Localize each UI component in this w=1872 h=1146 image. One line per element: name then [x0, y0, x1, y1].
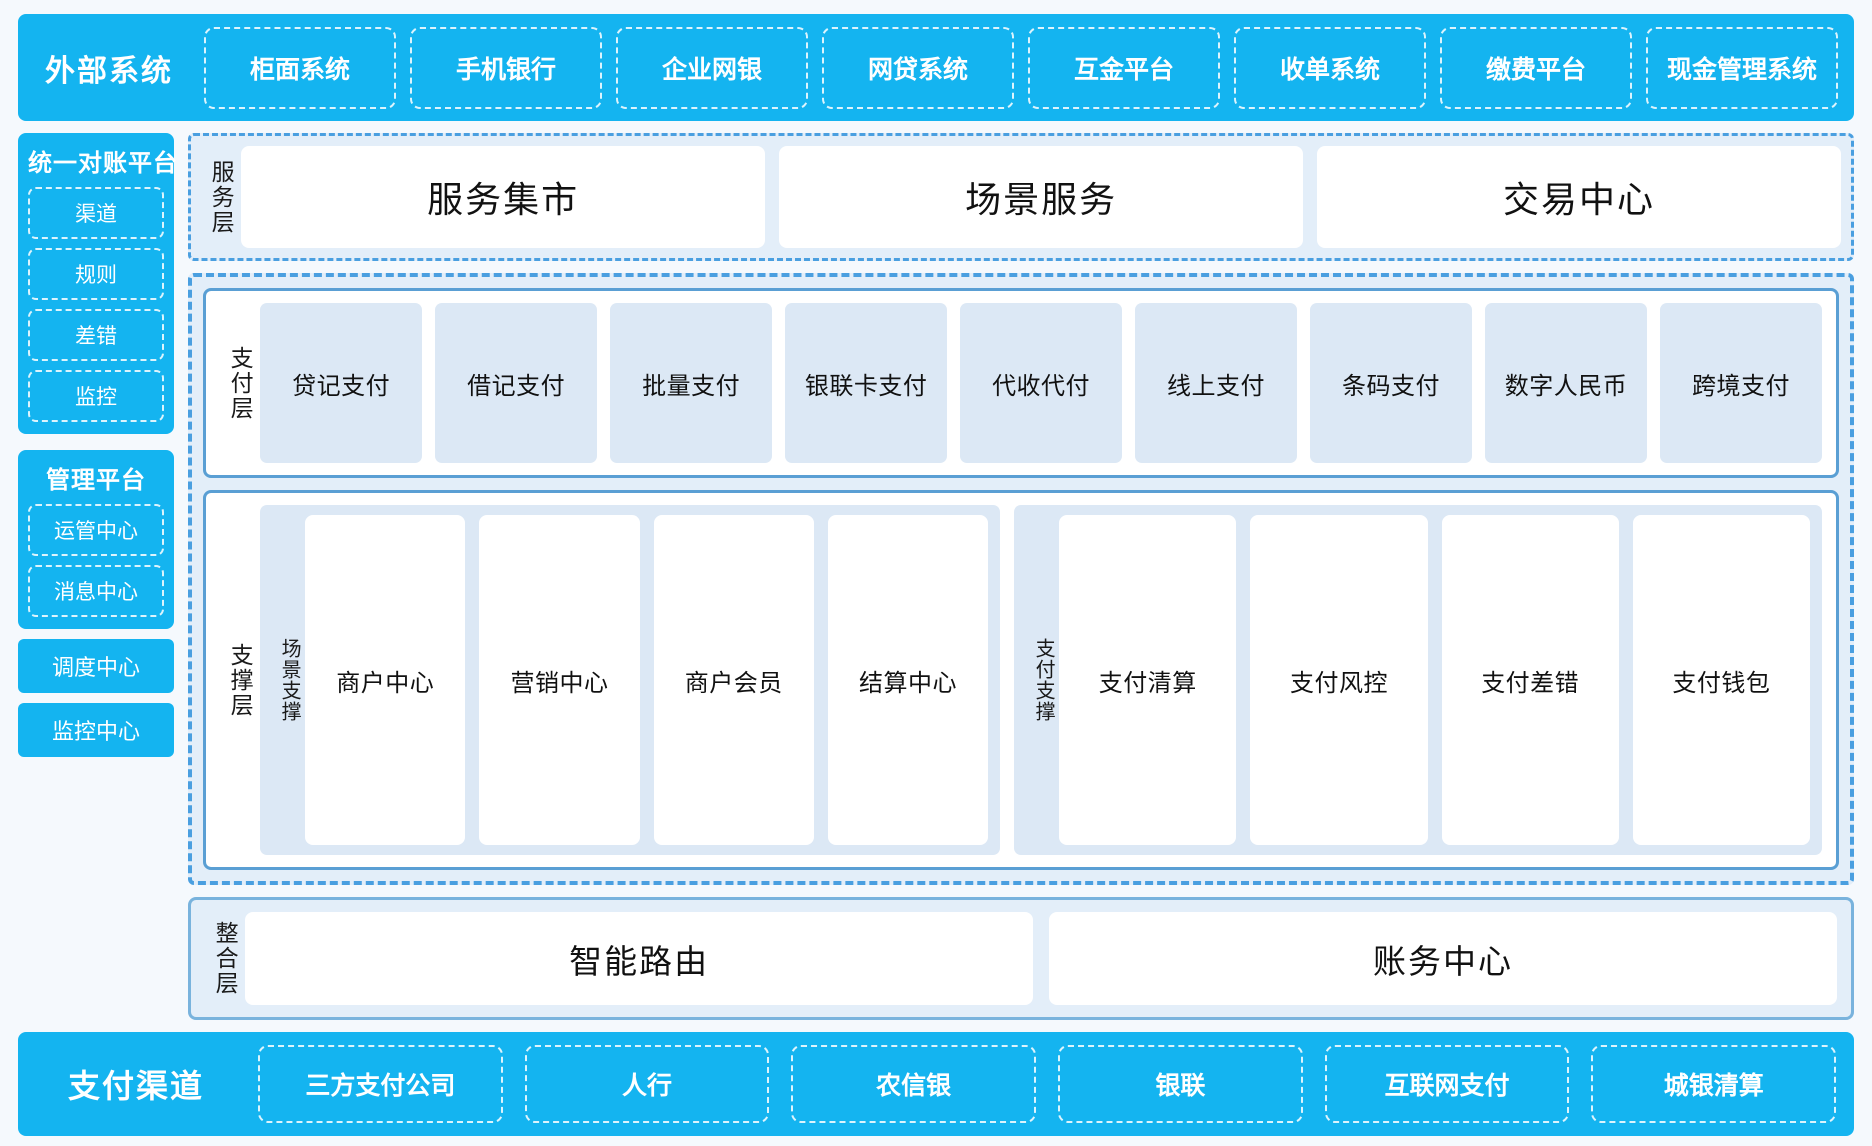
scene-card-merchant-center[interactable]: 商户中心 — [305, 515, 466, 845]
payment-layer-items: 贷记支付 借记支付 批量支付 银联卡支付 代收代付 线上支付 条码支付 数字人民… — [260, 303, 1822, 463]
payment-channel-title: 支付渠道 — [67, 1068, 204, 1104]
payment-layer-label: 支付层 — [227, 345, 254, 421]
service-layer-cards: 服务集市 场景服务 交易中心 — [241, 146, 1841, 248]
external-systems-bar: 外部系统 柜面系统 手机银行 企业网银 网贷系统 互金平台 收单系统 缴费平台 … — [18, 14, 1854, 121]
middle-region: 统一对账平台 渠道 规则 差错 监控 管理平台 运管中心 消息中心 调度中心 监… — [18, 133, 1854, 1020]
scene-card-settlement-center[interactable]: 结算中心 — [827, 515, 989, 845]
payment-item-collection-payment[interactable]: 代收代付 — [960, 303, 1123, 463]
payment-item-digital-rmb[interactable]: 数字人民币 — [1485, 303, 1648, 463]
payment-support-card-risk-control[interactable]: 支付风控 — [1250, 515, 1428, 845]
payment-item-credit[interactable]: 贷记支付 — [260, 303, 423, 463]
external-systems-title: 外部系统 — [45, 54, 173, 88]
external-system-item-5[interactable]: 互金平台 — [1028, 26, 1220, 109]
payment-item-unionpay-card[interactable]: 银联卡支付 — [785, 303, 948, 463]
channel-item-city-bank-clearing[interactable]: 城银清算 — [1591, 1045, 1837, 1123]
payment-item-cross-border[interactable]: 跨境支付 — [1660, 303, 1822, 463]
channel-item-unionpay[interactable]: 银联 — [1058, 1045, 1303, 1123]
reconcile-item-channel[interactable]: 渠道 — [28, 187, 164, 239]
payment-layer-panel: 支付层 贷记支付 借记支付 批量支付 银联卡支付 代收代付 线上支付 条码支付 … — [203, 288, 1839, 478]
payment-channel-bar: 支付渠道 三方支付公司 人行 农信银 银联 互联网支付 城银清算 — [18, 1032, 1854, 1136]
payment-support-card-clearing[interactable]: 支付清算 — [1059, 515, 1237, 845]
channel-item-internet-payment[interactable]: 互联网支付 — [1324, 1045, 1570, 1123]
integration-layer-panel: 整合层 智能路由 账务中心 — [188, 897, 1854, 1020]
scene-support-cards: 商户中心 营销中心 商户会员 结算中心 — [305, 515, 989, 845]
integration-layer-cards: 智能路由 账务中心 — [245, 912, 1838, 1005]
scene-card-marketing-center[interactable]: 营销中心 — [479, 515, 640, 845]
payment-support-group: 支付支撑 支付清算 支付风控 支付差错 支付钱包 — [1014, 505, 1822, 855]
management-platform-card: 管理平台 运管中心 消息中心 — [18, 450, 174, 629]
left-rail: 统一对账平台 渠道 规则 差错 监控 管理平台 运管中心 消息中心 调度中心 监… — [18, 133, 178, 1020]
layer-stack: 服务层 服务集市 场景服务 交易中心 支付层 贷记支付 借记支付 批量支付 银联… — [188, 133, 1854, 1020]
external-system-item-4[interactable]: 网贷系统 — [822, 26, 1014, 109]
monitoring-center-card[interactable]: 监控中心 — [18, 703, 174, 757]
reconcile-item-monitor[interactable]: 监控 — [28, 370, 164, 422]
core-layers-group: 支付层 贷记支付 借记支付 批量支付 银联卡支付 代收代付 线上支付 条码支付 … — [188, 273, 1854, 885]
payment-support-cards: 支付清算 支付风控 支付差错 支付钱包 — [1059, 515, 1811, 845]
reconcile-item-error[interactable]: 差错 — [28, 309, 164, 361]
payment-item-online[interactable]: 线上支付 — [1135, 303, 1298, 463]
payment-support-card-wallet[interactable]: 支付钱包 — [1632, 515, 1811, 845]
service-layer-label: 服务层 — [208, 159, 235, 235]
scheduling-center-card[interactable]: 调度中心 — [18, 639, 174, 693]
external-system-item-1[interactable]: 柜面系统 — [204, 26, 396, 109]
reconcile-platform-title: 统一对账平台 — [28, 150, 178, 177]
channel-item-pboc[interactable]: 人行 — [524, 1045, 770, 1123]
external-system-item-6[interactable]: 收单系统 — [1234, 26, 1426, 109]
payment-support-label: 支付支撑 — [1032, 638, 1055, 722]
integration-card-smart-routing[interactable]: 智能路由 — [245, 912, 1034, 1005]
support-layer-label: 支撑层 — [227, 642, 254, 718]
scene-support-group: 场景支撑 商户中心 营销中心 商户会员 结算中心 — [260, 505, 1001, 855]
service-card-marketplace[interactable]: 服务集市 — [241, 146, 766, 248]
external-system-item-8[interactable]: 现金管理系统 — [1646, 26, 1838, 109]
reconcile-item-rule[interactable]: 规则 — [28, 248, 164, 300]
external-system-item-2[interactable]: 手机银行 — [410, 26, 602, 109]
channel-item-third-party[interactable]: 三方支付公司 — [258, 1045, 503, 1123]
service-card-scenario[interactable]: 场景服务 — [779, 146, 1304, 248]
channel-item-rcbank[interactable]: 农信银 — [791, 1045, 1037, 1123]
integration-card-accounting-center[interactable]: 账务中心 — [1049, 912, 1838, 1005]
service-layer-group: 服务层 服务集市 场景服务 交易中心 — [188, 133, 1854, 261]
payment-support-card-error[interactable]: 支付差错 — [1441, 515, 1619, 845]
management-platform-title: 管理平台 — [46, 467, 146, 494]
scene-support-label: 场景支撑 — [278, 638, 301, 722]
management-item-message-center[interactable]: 消息中心 — [28, 565, 164, 617]
support-layer-panel: 支撑层 场景支撑 商户中心 营销中心 商户会员 结算中心 — [203, 490, 1839, 870]
integration-layer-label: 整合层 — [212, 921, 239, 996]
management-item-operations-center[interactable]: 运管中心 — [28, 504, 164, 556]
payment-item-debit[interactable]: 借记支付 — [435, 303, 598, 463]
payment-item-batch[interactable]: 批量支付 — [610, 303, 773, 463]
reconcile-platform-card: 统一对账平台 渠道 规则 差错 监控 — [18, 133, 178, 434]
support-layer-body: 场景支撑 商户中心 营销中心 商户会员 结算中心 支付支撑 支付清算 — [260, 505, 1822, 855]
scene-card-merchant-member[interactable]: 商户会员 — [653, 515, 814, 845]
service-card-transaction-center[interactable]: 交易中心 — [1317, 146, 1841, 248]
rail-spacer — [18, 767, 174, 1020]
external-system-item-3[interactable]: 企业网银 — [616, 26, 808, 109]
external-system-item-7[interactable]: 缴费平台 — [1440, 26, 1632, 109]
payment-item-barcode[interactable]: 条码支付 — [1310, 303, 1473, 463]
